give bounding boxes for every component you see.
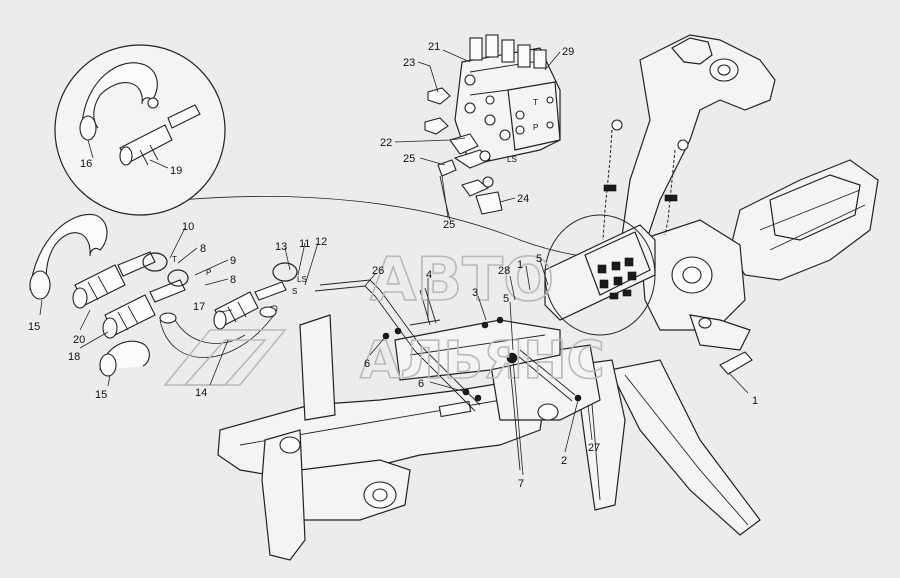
callout-7: 7: [518, 478, 524, 490]
callout-15-upper: 15: [28, 321, 40, 333]
callout-28: 28: [498, 265, 510, 277]
control-valve-assembly: [424, 34, 561, 169]
port-p-coupler: P: [206, 268, 211, 277]
port-p-upper: P: [533, 123, 538, 132]
callout-6-left: 6: [364, 358, 370, 370]
port-labels: T P LS T P LS S: [172, 98, 538, 296]
port-s-coupler: S: [292, 287, 297, 296]
valve-spools: [469, 34, 547, 69]
callout-27: 27: [588, 442, 600, 454]
watermark: АВТО АЛЬЯНС: [163, 244, 606, 392]
callout-8-lower: 8: [230, 274, 236, 286]
hose-clamps: [603, 119, 689, 202]
leader-lines: [39, 49, 753, 476]
callout-25-lower: 25: [443, 219, 455, 231]
detail-inset: [54, 44, 226, 216]
callout-18: 18: [68, 351, 80, 363]
callout-2: 2: [561, 455, 567, 467]
callout-4: 4: [426, 269, 432, 281]
callout-17: 17: [193, 301, 205, 313]
callout-11: 11: [299, 238, 310, 250]
pipe-assembly: [314, 279, 582, 471]
port-ls-valve: LS: [507, 155, 517, 164]
callout-13: 13: [275, 241, 287, 253]
callout-19: 19: [170, 165, 182, 177]
callout-5-upper: 5: [536, 253, 542, 265]
callout-24: 24: [517, 193, 529, 205]
callout-20: 20: [73, 334, 85, 346]
callout-25-upper: 25: [403, 153, 415, 165]
callout-12: 12: [315, 236, 327, 248]
watermark-line1: АВТО: [370, 245, 554, 315]
callout-8-upper: 8: [200, 243, 206, 255]
tractor-chassis-frame: [217, 314, 601, 561]
callout-15-lower: 15: [95, 389, 107, 401]
callout-3: 3: [472, 287, 478, 299]
callout-26: 26: [372, 265, 384, 277]
callout-6-center: 6: [418, 378, 424, 390]
callout-1-right: 1: [752, 395, 758, 407]
callout-10: 10: [182, 221, 194, 233]
port-ls-coupler: LS: [297, 275, 307, 284]
quick-couplers: [29, 213, 298, 377]
auxiliary-manifold-plate: [544, 214, 656, 336]
callout-labels: 21 23 29 22 25 24 25 16 19 10 8 9 8 13 1…: [28, 41, 758, 490]
callout-16: 16: [80, 158, 92, 170]
port-t-upper: T: [533, 98, 538, 107]
callout-9: 9: [230, 255, 236, 267]
callout-22: 22: [380, 137, 392, 149]
callout-23: 23: [403, 57, 415, 69]
port-t-coupler: T: [172, 255, 177, 264]
callout-14: 14: [195, 387, 207, 399]
callout-21: 21: [428, 41, 440, 53]
callout-5-lower: 5: [503, 293, 509, 305]
hydraulic-fittings: [437, 159, 503, 221]
watermark-line2: АЛЬЯНС: [360, 331, 605, 391]
callout-1-upper: 1: [517, 259, 523, 271]
callout-29: 29: [562, 46, 574, 58]
